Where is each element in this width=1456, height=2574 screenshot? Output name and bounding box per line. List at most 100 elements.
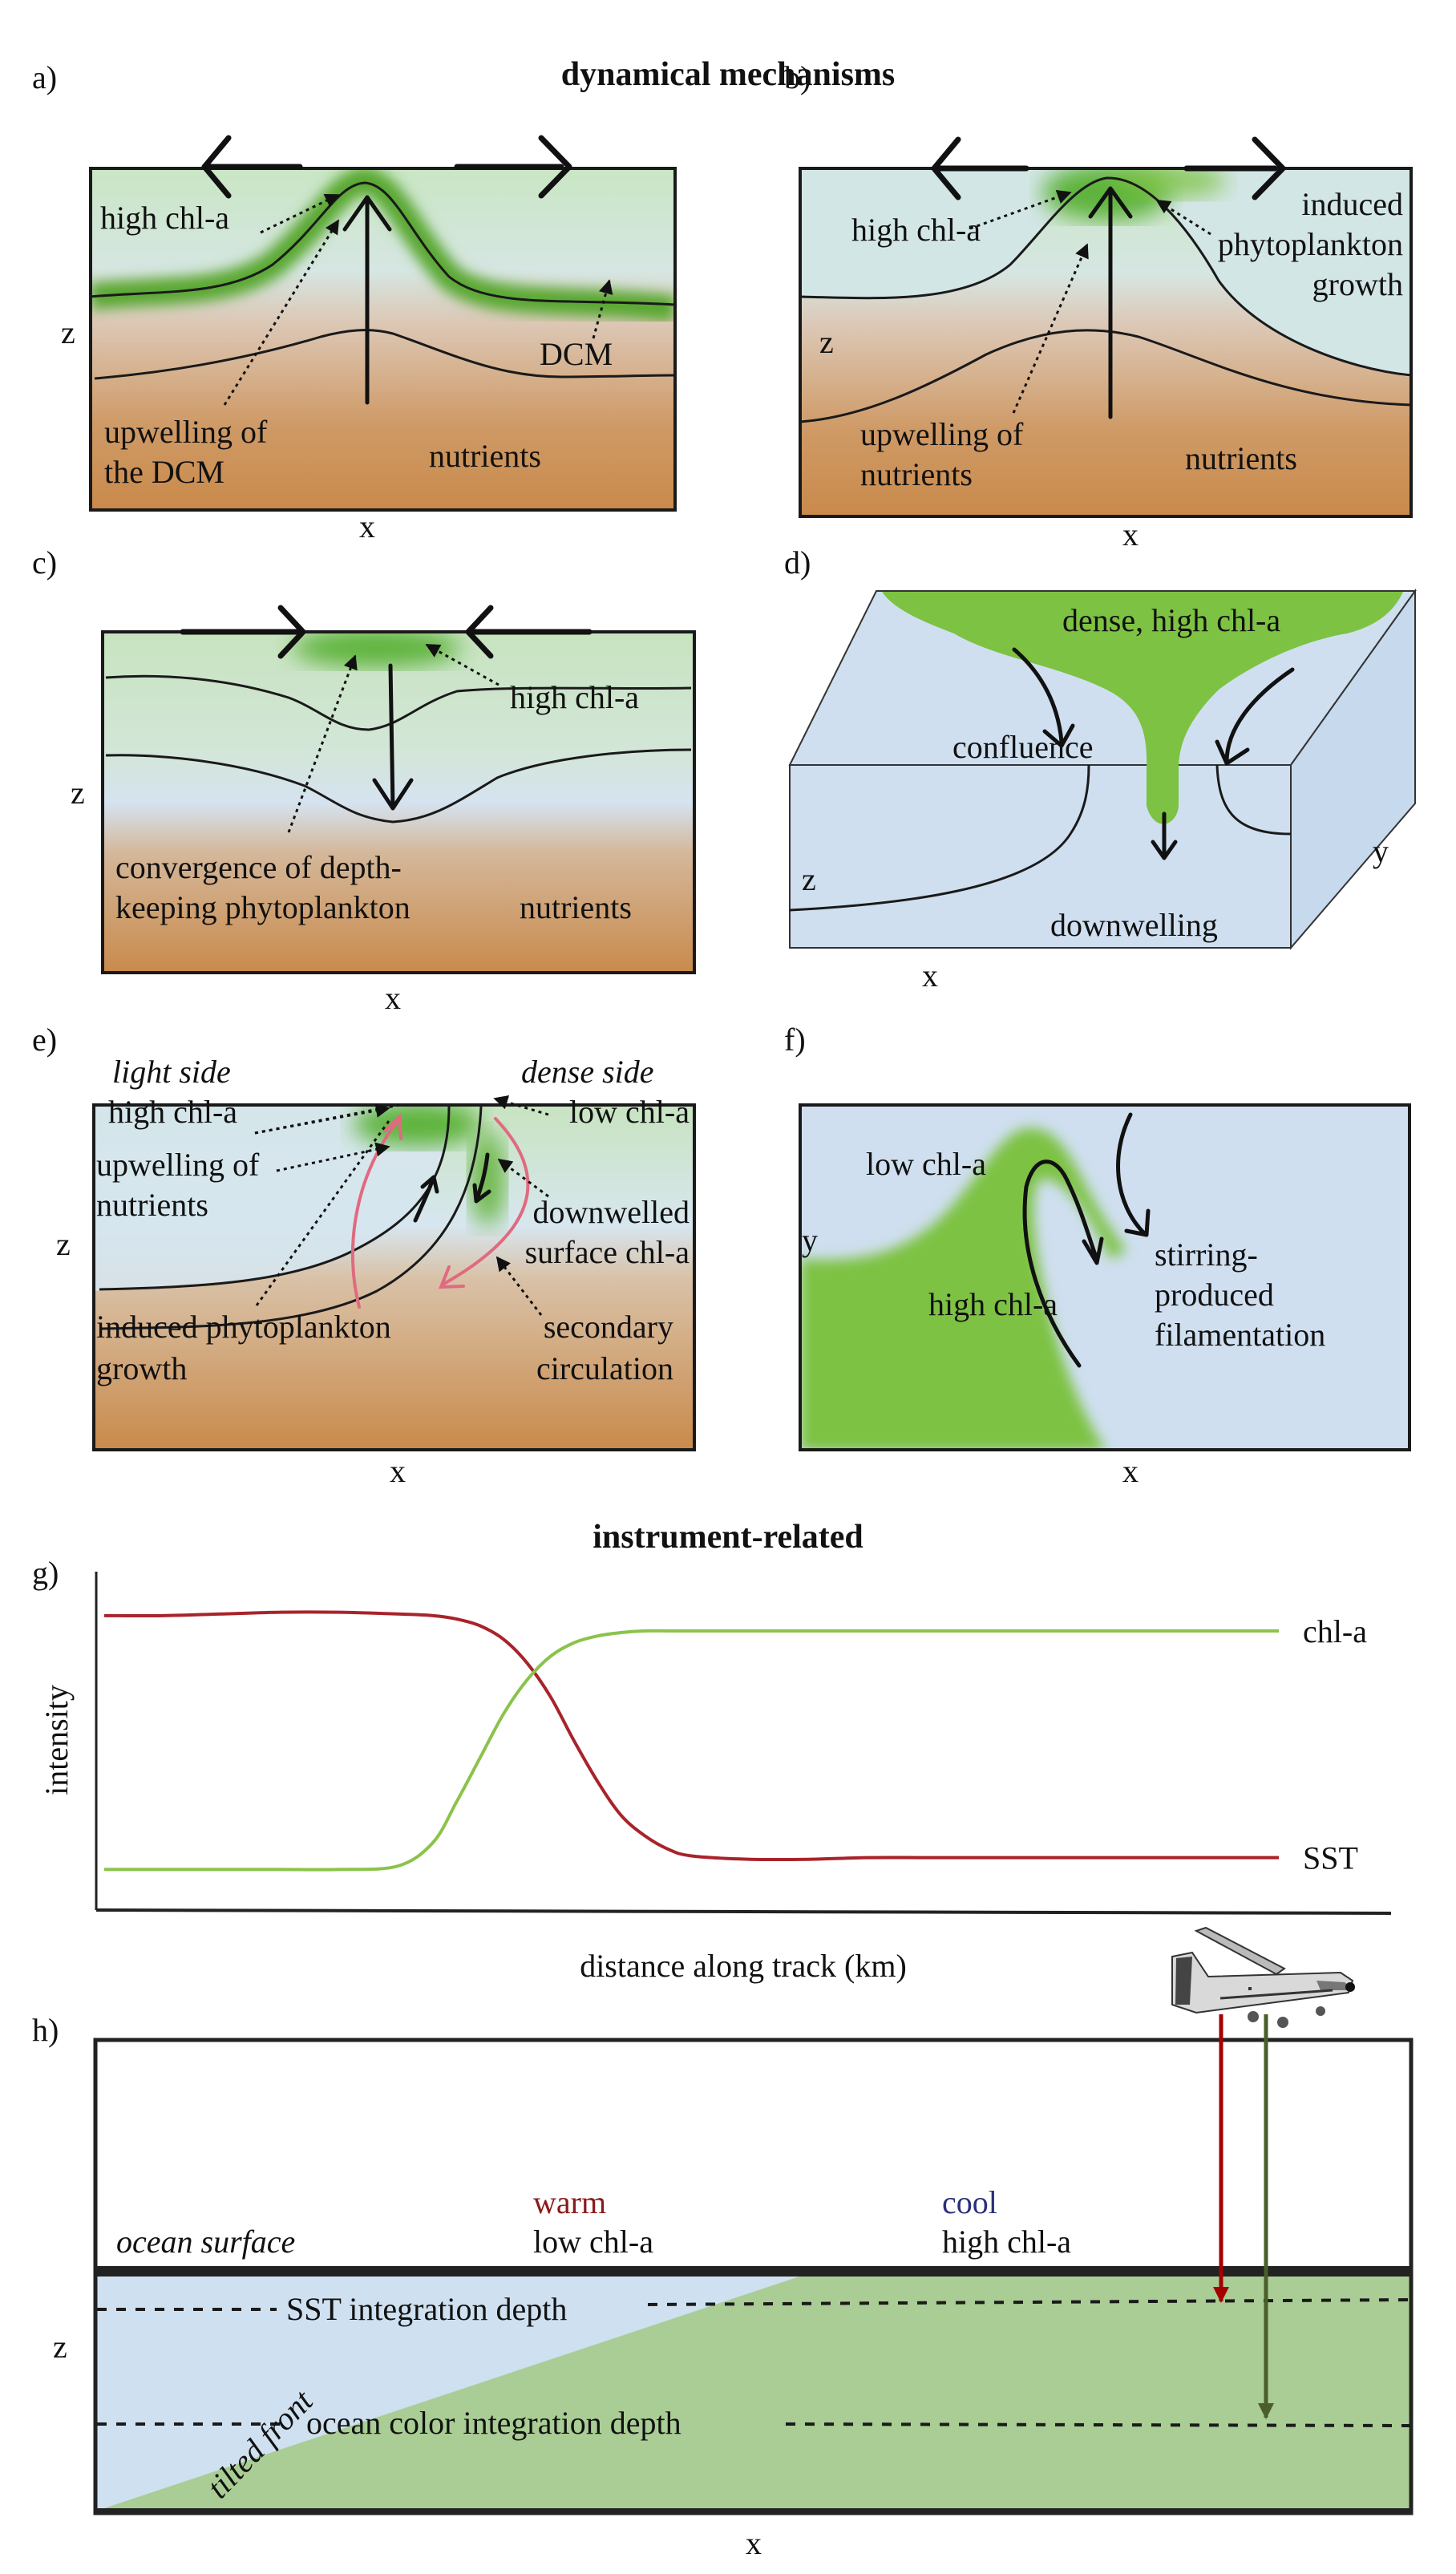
downwelling-arrow bbox=[1151, 811, 1178, 860]
pointer-secondary bbox=[495, 1256, 543, 1316]
label-nutrients: nutrients bbox=[429, 438, 541, 474]
ocean-surface-line bbox=[95, 2266, 1411, 2277]
label-induced-3: growth bbox=[1312, 266, 1403, 302]
axis-z-label: z bbox=[71, 775, 85, 811]
label-convergence-1: convergence of depth- bbox=[115, 849, 402, 885]
axis-x-label: x bbox=[390, 1453, 406, 1489]
panel-letter-g: g) bbox=[32, 1555, 59, 1591]
pointer-upwelling bbox=[223, 219, 340, 406]
pointer-induced bbox=[255, 1120, 390, 1306]
axis-y-label: y bbox=[802, 1222, 818, 1258]
label-low-chl: low chl-a bbox=[569, 1094, 690, 1130]
label-upwelling-1: upwelling of bbox=[96, 1147, 260, 1183]
panel-c: c) high chl-a convergence of depth- keep… bbox=[32, 544, 696, 1016]
downwelled-flow-arrow bbox=[472, 1152, 491, 1204]
series-label-chl-a: chl-a bbox=[1303, 1613, 1367, 1649]
label-confluence: confluence bbox=[952, 729, 1093, 765]
label-upwelling-2: the DCM bbox=[104, 454, 224, 490]
divergence-arrow-left bbox=[931, 136, 1029, 200]
pointer-induced bbox=[1155, 199, 1211, 236]
panel-frame bbox=[101, 630, 696, 974]
section-title-dynamical: dynamical mechanisms bbox=[561, 56, 896, 93]
label-sst-depth: SST integration depth bbox=[286, 2291, 567, 2327]
label-light-side: light side bbox=[112, 1054, 231, 1090]
tilted-front-wedge bbox=[97, 2276, 802, 2511]
isopycnal-lower bbox=[94, 329, 675, 380]
label-warm: warm bbox=[533, 2184, 606, 2220]
upwelling-arrow bbox=[342, 195, 392, 405]
label-induced-1: induced phytoplankton bbox=[96, 1309, 391, 1345]
axis-x-label: x bbox=[385, 980, 401, 1016]
label-downwelled-2: surface chl-a bbox=[525, 1234, 690, 1270]
panel-letter-c: c) bbox=[32, 544, 57, 581]
label-convergence-2: keeping phytoplankton bbox=[115, 889, 411, 925]
label-upwelling-2: nutrients bbox=[96, 1187, 208, 1223]
panel-e: e) light side dense side high chl-a upwe… bbox=[32, 1022, 696, 1489]
axis-y-label: y bbox=[1373, 833, 1389, 869]
upwelling-arrow bbox=[1088, 186, 1133, 419]
axis-x-label: x bbox=[1122, 516, 1139, 552]
color-depth-line-right bbox=[785, 2422, 1410, 2427]
light-side-water bbox=[94, 1105, 449, 1291]
label-induced-2: growth bbox=[96, 1350, 187, 1386]
axis-z-label: z bbox=[802, 861, 816, 897]
label-upwelling-1: upwelling of bbox=[860, 416, 1024, 452]
isopycnal-lower bbox=[800, 329, 1411, 423]
label-dense-high-chl: dense, high chl-a bbox=[1062, 602, 1280, 638]
pointer-dcm bbox=[592, 279, 613, 339]
secondary-circulation-up-arrow bbox=[350, 1113, 402, 1309]
stirring-arrow-inner bbox=[1022, 1160, 1104, 1368]
label-high-chl: high chl-a bbox=[851, 212, 981, 248]
isopycnal-upper bbox=[105, 674, 692, 731]
label-induced-1: induced bbox=[1301, 186, 1403, 222]
label-stirring-3: filamentation bbox=[1155, 1317, 1325, 1353]
panel-frame bbox=[799, 167, 1413, 518]
label-cool: cool bbox=[942, 2184, 997, 2220]
label-nutrients: nutrients bbox=[1185, 440, 1297, 476]
label-induced-2: phytoplankton bbox=[1218, 226, 1403, 262]
series-line-sst bbox=[103, 1610, 1279, 1862]
panel-a: a) high chl-a DCM upwelling of the DCM n… bbox=[32, 59, 677, 544]
label-high-chl: high chl-a bbox=[942, 2224, 1071, 2260]
convergence-arrow-right bbox=[465, 605, 593, 659]
upwelling-flow-arrow bbox=[413, 1175, 439, 1223]
panel-letter-a: a) bbox=[32, 59, 57, 95]
panel-letter-h: h) bbox=[32, 2012, 59, 2048]
axis-z-label: z bbox=[56, 1226, 71, 1262]
panel-d: d) dense, high chl-a confluence downwell… bbox=[784, 544, 1417, 994]
series-group: SST chl-a bbox=[103, 1610, 1367, 1876]
confluence-arrow-left bbox=[1012, 647, 1075, 748]
panel-letter-b: b) bbox=[784, 59, 811, 95]
high-chl-filament bbox=[800, 1127, 1126, 1450]
panel-g-chart: g) intensity distance along track (km) S… bbox=[32, 1555, 1392, 1984]
downwelling-arrow bbox=[372, 663, 414, 811]
panel-letter-d: d) bbox=[784, 544, 811, 581]
divergence-arrow-right bbox=[454, 135, 572, 199]
series-label-sst: SST bbox=[1303, 1840, 1358, 1876]
axis-z-label: z bbox=[53, 2329, 67, 2365]
cube-front-face bbox=[789, 764, 1292, 949]
label-upwelling-1: upwelling of bbox=[104, 414, 268, 450]
convergence-chl-patch bbox=[293, 632, 461, 667]
label-low-chl: low chl-a bbox=[533, 2224, 653, 2260]
surface-water bbox=[800, 168, 1411, 377]
label-dense-side: dense side bbox=[521, 1054, 654, 1090]
panel-frame bbox=[799, 1103, 1411, 1451]
panel-h: h) ocean su bbox=[32, 1926, 1414, 2561]
label-upwelling-2: nutrients bbox=[860, 456, 973, 492]
label-stirring-2: produced bbox=[1155, 1277, 1274, 1313]
pointer-upwelling bbox=[1012, 243, 1089, 414]
label-high-chl: high chl-a bbox=[928, 1286, 1058, 1322]
chl-plume bbox=[882, 592, 1403, 824]
label-downwelled-1: downwelled bbox=[532, 1194, 690, 1230]
downwelled-chl-patch bbox=[470, 1131, 505, 1227]
panel-frame bbox=[92, 1103, 696, 1451]
axis-x-label: x bbox=[359, 508, 375, 544]
high-chl-patch bbox=[353, 1105, 481, 1147]
airplane-icon bbox=[1171, 1926, 1355, 2028]
convergence-arrow-left bbox=[180, 605, 306, 659]
confluence-arrow-right bbox=[1215, 667, 1295, 766]
label-color-depth: ocean color integration depth bbox=[306, 2405, 681, 2441]
series-line-chl-a bbox=[104, 1629, 1279, 1872]
